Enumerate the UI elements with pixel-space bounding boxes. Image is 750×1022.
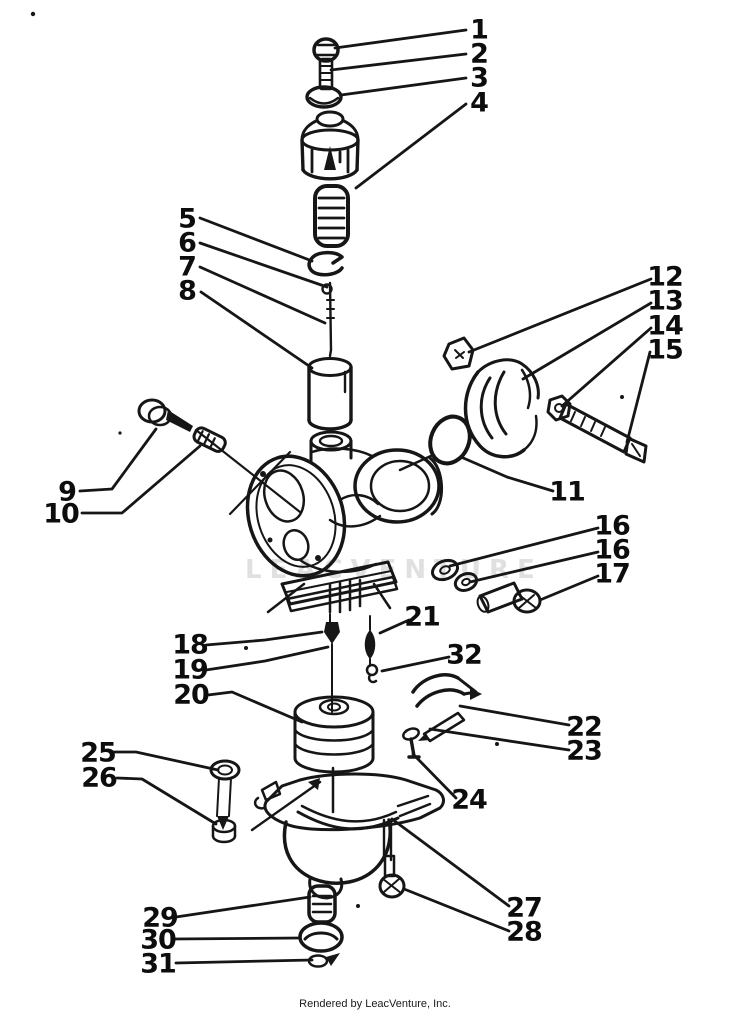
callout-leader-27 — [390, 817, 511, 908]
callout-leader-31 — [174, 958, 314, 965]
callout-leader-20 — [206, 690, 304, 724]
part-gasket-oval — [398, 414, 472, 472]
callout-leader-19 — [204, 645, 330, 672]
callout-leader-14 — [560, 326, 653, 408]
callout-number-16: 16 — [594, 511, 630, 542]
callout-leader-1 — [333, 28, 468, 50]
callout-leader-28 — [402, 887, 511, 933]
part-throttle-slide — [307, 357, 353, 431]
part-float-needle — [364, 615, 376, 667]
part-float-pin — [418, 711, 466, 743]
callout-number-10: 10 — [43, 499, 79, 530]
callout-number-14: 14 — [647, 311, 683, 342]
callout-leader-23 — [428, 727, 571, 752]
part-cap — [300, 110, 360, 181]
callout-number-6: 6 — [178, 228, 196, 259]
callout-number-28: 28 — [506, 917, 542, 948]
callout-layer: 1234567891011121314151616171819202132222… — [43, 15, 684, 980]
callout-leader-17 — [538, 574, 600, 602]
callout-leader-3 — [339, 76, 468, 97]
callout-number-13: 13 — [647, 286, 683, 317]
callout-leader-8 — [199, 290, 314, 370]
footer-credit: Rendered by LeacVenture, Inc. — [299, 998, 451, 1010]
callout-leader-9 — [78, 427, 158, 493]
part-small-screw — [402, 727, 421, 759]
callout-number-27: 27 — [506, 893, 542, 924]
callout-leader-10 — [80, 444, 202, 515]
part-clip — [307, 250, 344, 277]
diagram-artwork — [30, 11, 648, 968]
part-manifold-clamp — [463, 358, 540, 459]
callout-leader-22 — [458, 704, 571, 727]
callout-leader-6 — [198, 241, 329, 289]
callout-number-17: 17 — [594, 559, 630, 590]
callout-leader-21 — [378, 618, 411, 635]
callout-number-15: 15 — [647, 335, 683, 366]
callout-number-25: 25 — [80, 738, 116, 769]
callout-number-8: 8 — [178, 276, 196, 307]
callout-leader-2 — [329, 52, 468, 72]
callout-leader-30 — [171, 936, 301, 941]
part-float-clip — [411, 673, 482, 708]
part-tip-screw — [307, 953, 340, 968]
callout-number-19: 19 — [172, 655, 208, 686]
callout-leader-18 — [204, 630, 324, 647]
part-idle-screw — [209, 759, 241, 844]
callout-leader-4 — [354, 102, 468, 190]
callout-leader-13 — [521, 301, 653, 381]
part-air-screw — [137, 398, 227, 453]
callout-number-20: 20 — [173, 680, 209, 711]
part-needle — [321, 281, 335, 358]
callout-number-18: 18 — [172, 630, 208, 661]
callout-number-9: 9 — [58, 477, 76, 508]
callout-number-5: 5 — [178, 204, 196, 235]
callout-number-23: 23 — [566, 736, 602, 767]
callout-number-22: 22 — [566, 712, 602, 743]
callout-leader-5 — [198, 216, 314, 263]
part-float — [293, 695, 375, 774]
callout-number-32: 32 — [446, 640, 482, 671]
callout-number-2: 2 — [470, 39, 488, 70]
part-top-screw — [312, 37, 340, 91]
stray-dots — [30, 11, 624, 908]
callout-number-16: 16 — [594, 535, 630, 566]
callout-number-24: 24 — [451, 785, 487, 816]
callout-number-26: 26 — [81, 763, 117, 794]
callout-leader-16 — [448, 526, 600, 568]
carburetor-body — [194, 428, 444, 614]
callout-leader-16 — [468, 550, 600, 584]
part-spring — [313, 184, 350, 248]
callout-number-11: 11 — [549, 477, 585, 508]
callout-number-3: 3 — [470, 63, 488, 94]
callout-leader-32 — [380, 655, 451, 673]
carb-top-stub — [309, 430, 353, 464]
part-float-bowl — [250, 766, 445, 900]
part-hex-nut — [546, 394, 572, 422]
callout-number-21: 21 — [404, 602, 440, 633]
part-washer — [305, 85, 343, 109]
callout-number-4: 4 — [470, 88, 488, 119]
callout-leader-26 — [115, 776, 218, 826]
callout-leader-25 — [112, 750, 220, 772]
callout-leader-12 — [467, 277, 653, 354]
part-retainer — [365, 663, 379, 684]
callout-number-30: 30 — [140, 925, 176, 956]
callout-number-31: 31 — [140, 949, 176, 980]
callout-number-7: 7 — [178, 252, 196, 283]
part-grommet — [298, 921, 344, 953]
part-drain-screw — [378, 854, 406, 899]
callout-leader-7 — [198, 265, 327, 325]
part-long-bolt — [558, 402, 648, 464]
callout-leader-11 — [459, 455, 555, 493]
callout-number-29: 29 — [142, 903, 178, 934]
callout-leader-24 — [411, 752, 458, 800]
part-adjuster-nut — [442, 336, 475, 371]
callout-number-1: 1 — [470, 15, 488, 46]
callout-leader-29 — [174, 895, 312, 919]
callout-number-12: 12 — [647, 262, 683, 293]
callout-leader-15 — [625, 350, 652, 444]
